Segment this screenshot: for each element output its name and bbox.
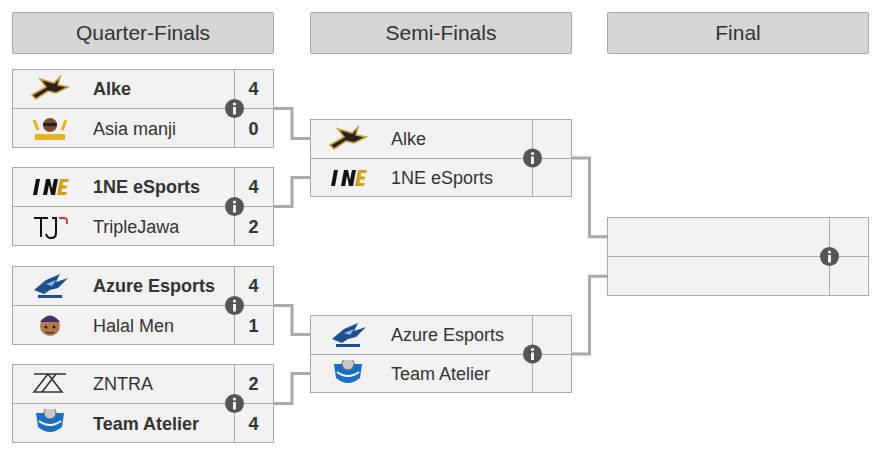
team-logo [36,407,64,432]
round-title: Final [715,21,761,45]
team-name: 1NE eSports [93,168,200,208]
info-icon [311,316,571,392]
team-name: 1NE eSports [391,159,493,198]
info-icon-bar [233,205,236,213]
team-logo [331,170,367,186]
info-icon-dot [233,102,236,105]
info-icon-circle [523,149,542,168]
team-name: Azure Esports [93,267,215,307]
round-title: Semi-Finals [386,21,497,45]
team-logo [34,374,66,392]
team-logo [332,323,366,347]
round-title: Quarter-Finals [76,21,210,45]
team-name: Team Atelier [93,405,199,445]
info-icon-circle [225,296,244,315]
match-box: Azure Esports4Halal Men1 [12,266,274,345]
info-icon-dot [233,397,236,400]
team-logo [330,127,366,149]
bracket-connector [274,374,310,404]
match-box: Alke1NE eSports [310,119,572,197]
info-icon-bar [233,107,236,115]
info-icon [13,168,273,245]
team-logo [334,358,362,383]
info-icon-dot [233,299,236,302]
match-box: 1NE eSports4TripleJawa2 [12,167,274,246]
info-icon-circle [225,99,244,118]
info-icon [13,365,273,442]
round-header: Semi-Finals [310,12,572,54]
team-name: Alke [391,120,426,159]
info-icon-dot [828,250,831,253]
team-logo [34,274,68,298]
team-logo [34,118,66,140]
bracket-connector [572,158,607,237]
team-name: Asia manji [93,110,176,150]
info-icon-dot [233,200,236,203]
info-icon-bar [531,157,534,165]
bracket-connector [274,109,310,139]
bracket-connector [572,276,607,354]
team-logo [40,316,60,337]
match-box: Alke4Asia manji0 [12,69,274,148]
round-header: Final [607,12,869,54]
info-icon [13,267,273,344]
info-icon-circle [225,197,244,216]
info-icon-bar [828,255,831,263]
team-logo [34,218,67,238]
team-name: ZNTRA [93,365,153,405]
match-box: ZNTRA2Team Atelier4 [12,364,274,443]
team-logo [33,179,69,195]
team-logo [32,77,68,99]
info-icon-circle [225,394,244,413]
team-name: Halal Men [93,307,174,347]
info-icon [311,120,571,196]
team-name: TripleJawa [93,208,179,248]
team-name: Team Atelier [391,355,490,394]
match-box: Azure EsportsTeam Atelier [310,315,572,393]
round-header: Quarter-Finals [12,12,274,54]
info-icon [608,218,868,295]
info-icon [13,70,273,147]
bracket-connector [274,178,310,207]
info-icon-circle [820,247,839,266]
bracket-connector [274,306,310,335]
info-icon-bar [233,304,236,312]
info-icon-bar [233,402,236,410]
info-icon-bar [531,353,534,361]
match-box [607,217,869,296]
info-icon-dot [531,348,534,351]
team-name: Alke [93,70,131,110]
info-icon-circle [523,345,542,364]
team-name: Azure Esports [391,316,504,355]
info-icon-dot [531,152,534,155]
